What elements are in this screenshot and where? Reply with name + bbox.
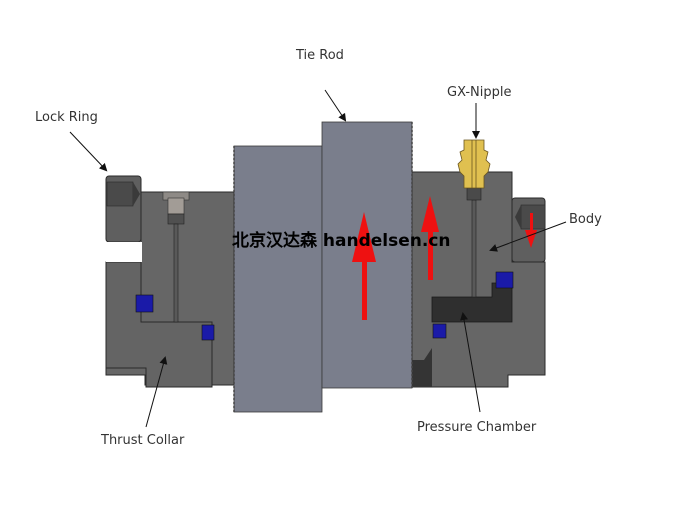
lock-ring-gap (106, 242, 142, 262)
label-lock-ring: Lock Ring (35, 110, 98, 125)
arrow-body-up (421, 196, 439, 280)
arrow-lock-ring-down (525, 213, 537, 248)
leader-lock-ring (69, 131, 108, 172)
leader-body (489, 221, 567, 252)
seal-right-2 (432, 323, 447, 339)
tie-rod (233, 121, 413, 413)
oil-channel-left (173, 223, 179, 323)
seal-left-2 (201, 324, 215, 341)
oil-channel-right (471, 199, 477, 298)
nipple-nut (466, 187, 482, 201)
left-assembly (105, 175, 235, 388)
watermark: 北京汉达森 handelsen.cn (232, 230, 451, 251)
piston-base (412, 348, 432, 387)
lock-ring-screw-left (106, 181, 134, 207)
screw-tip (515, 205, 521, 229)
screw-tip (133, 182, 140, 206)
seal-left-1 (135, 294, 154, 313)
leader-pressure-chamber (460, 312, 481, 413)
leader-lines (69, 89, 567, 428)
label-tie-rod: Tie Rod (295, 48, 344, 63)
plug-body (167, 197, 185, 215)
thrust-collar-lower (105, 261, 213, 388)
label-body: Body (569, 212, 602, 227)
tie-rod-lower (233, 145, 323, 413)
gx-nipple (457, 139, 491, 189)
right-assembly (411, 139, 546, 388)
arrow-tie-rod-up (352, 212, 376, 320)
seal-right-1 (495, 271, 514, 289)
label-pressure-chamber: Pressure Chamber (417, 420, 537, 435)
force-arrows (352, 196, 537, 320)
label-thrust-collar: Thrust Collar (100, 433, 185, 448)
leader-tie-rod (324, 89, 347, 122)
label-gx-nipple: GX-Nipple (447, 85, 511, 100)
leader-thrust-collar (145, 356, 168, 428)
plug-nut (167, 213, 185, 225)
